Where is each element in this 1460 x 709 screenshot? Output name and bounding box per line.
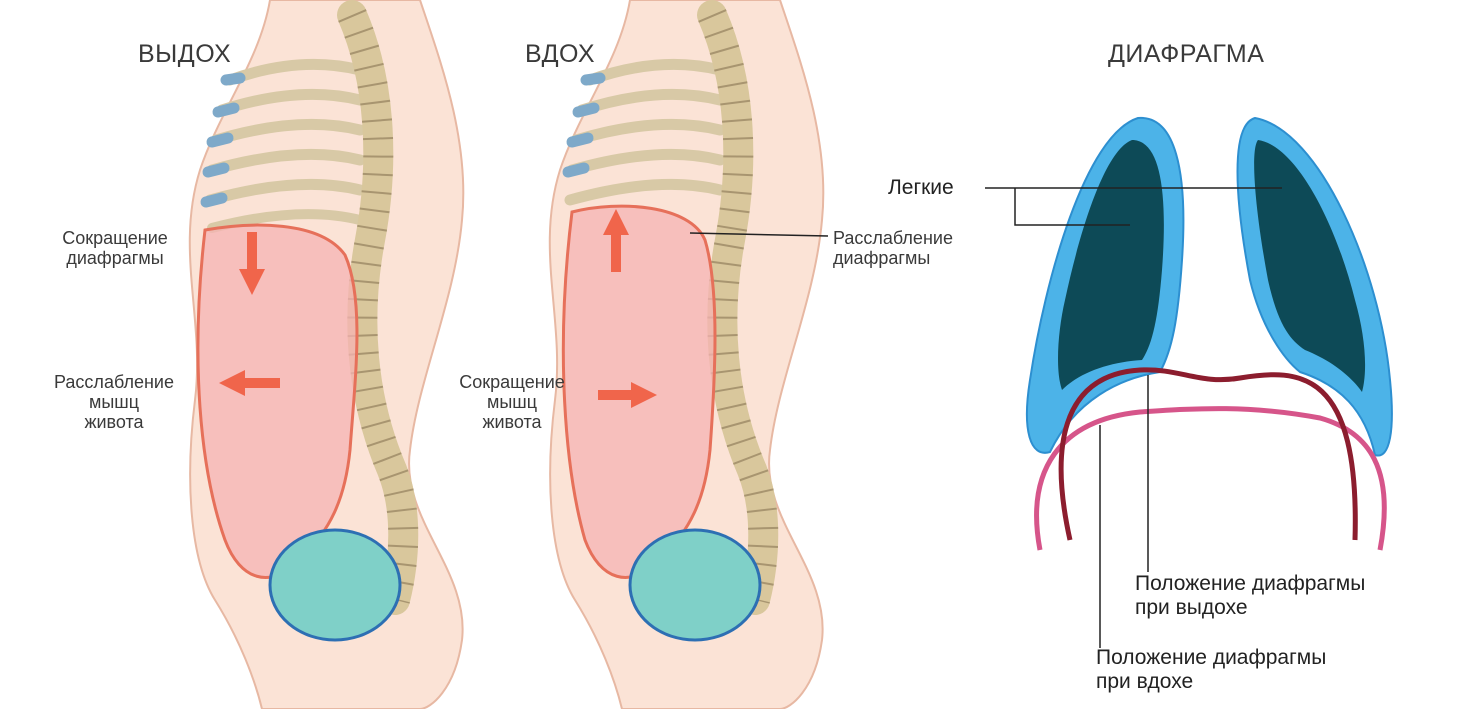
- exhale-diaphragm-label-line-1: Сокращение: [62, 228, 168, 248]
- exhale-abdomen: [196, 223, 359, 579]
- diaphragm-exhale-line: [1058, 367, 1358, 541]
- diaphragm-inhale-line: [1034, 406, 1387, 551]
- inhale-diaphragm-leader: [689, 232, 829, 237]
- diaphragm-title: ДИАФРАГМА: [1108, 40, 1265, 68]
- lungs-label: Легкие: [888, 176, 954, 199]
- exhale-diaphragm-label-line-2: диафрагмы: [66, 248, 164, 269]
- inhale-ribcage: [562, 58, 726, 206]
- exhale-abdomen-label-line-1: Расслабление: [54, 372, 174, 392]
- inhale-torso-figure: [548, 0, 829, 709]
- exhale-abdomen-label: Расслабление мышц живота: [28, 372, 200, 432]
- exhale-diaphragm-label: Сокращение диафрагмы: [40, 228, 190, 268]
- exhale-position-label-line-2: при выдохе: [1135, 595, 1248, 619]
- diaphragm-figure: [985, 116, 1393, 648]
- inhale-abdomen-label: Сокращение мышц живота: [432, 372, 592, 432]
- exhale-abdomen-label-line-2: мышц: [88, 392, 140, 413]
- inhale-abdomen-label-line-1: Сокращение: [459, 372, 565, 392]
- exhale-title: ВЫДОХ: [138, 40, 232, 68]
- inhale-position-label-line-2: при вдохе: [1096, 669, 1194, 693]
- right-lung-inner: [1254, 140, 1366, 392]
- exhale-position-label: Положение диафрагмы при выдохе: [1135, 572, 1365, 619]
- inhale-diaphragm-label-line-2: диафрагмы: [833, 248, 931, 269]
- inhale-position-label: Положение диафрагмы при вдохе: [1096, 646, 1326, 693]
- inhale-abdomen-label-line-2: мышц: [486, 392, 538, 413]
- exhale-pelvis: [268, 528, 402, 642]
- exhale-ribcage: [200, 58, 366, 233]
- exhale-torso-figure: [188, 0, 465, 709]
- exhale-abdomen-label-line-3: живота: [84, 412, 144, 433]
- inhale-abdomen-label-line-3: живота: [482, 412, 542, 433]
- leader-lines: [985, 187, 1282, 648]
- left-lung-inner: [1058, 140, 1164, 390]
- inhale-diaphragm-label-line-1: Расслабление: [833, 228, 953, 248]
- inhale-diaphragm-label: Расслабление диафрагмы: [833, 228, 953, 268]
- exhale-spine: [337, 0, 419, 615]
- inhale-pelvis: [628, 528, 762, 642]
- inhale-position-label-line-1: Положение диафрагмы: [1096, 646, 1327, 669]
- inhale-title: ВДОХ: [525, 40, 596, 68]
- exhale-position-label-line-1: Положение диафрагмы: [1135, 572, 1366, 595]
- inhale-spine: [697, 0, 779, 615]
